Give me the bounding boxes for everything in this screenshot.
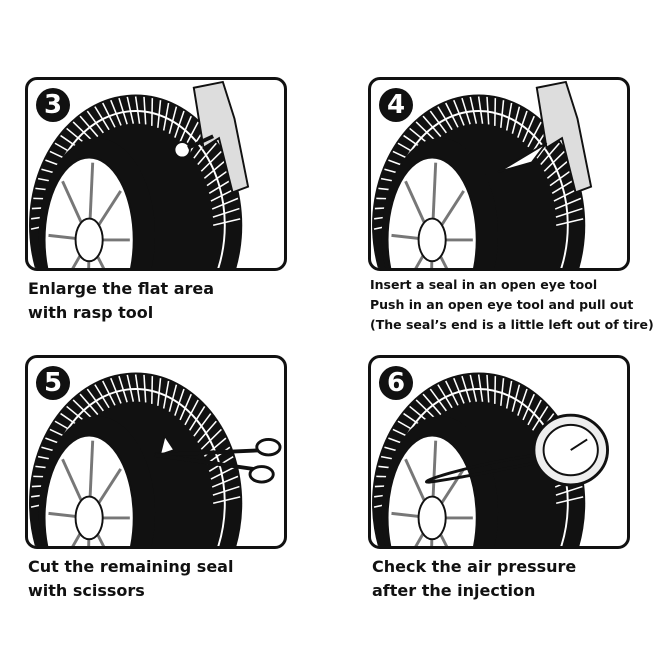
open-eye-tool-icon bbox=[497, 80, 593, 194]
step-4-panel: 4 bbox=[368, 77, 630, 271]
caption-line: Enlarge the flat area bbox=[28, 279, 215, 298]
step-3-panel: 3 bbox=[25, 77, 287, 271]
tire-icon bbox=[372, 372, 586, 546]
tire-icon bbox=[372, 94, 586, 268]
pressure-gauge-icon bbox=[425, 413, 609, 487]
step-6-caption: Check the air pressure after the injecti… bbox=[372, 555, 576, 603]
step-5-panel: 5 bbox=[25, 355, 287, 549]
caption-line: after the injection bbox=[372, 581, 536, 600]
rasp-tool-icon bbox=[173, 80, 250, 194]
step-number-badge: 4 bbox=[379, 88, 413, 122]
tire-illustration bbox=[29, 372, 282, 546]
caption-line: Insert a seal in an open eye tool bbox=[370, 277, 598, 292]
tire-illustration bbox=[29, 80, 250, 268]
scissors-icon bbox=[154, 433, 282, 484]
tire-icon bbox=[29, 372, 243, 546]
step-6-panel: 6 bbox=[368, 355, 630, 549]
step-3-caption: Enlarge the flat area with rasp tool bbox=[28, 277, 214, 325]
caption-line: with rasp tool bbox=[28, 303, 154, 322]
step-number-badge: 6 bbox=[379, 366, 413, 400]
caption-line: Check the air pressure bbox=[372, 557, 577, 576]
tire-icon bbox=[29, 94, 243, 268]
step-4-caption: Insert a seal in an open eye tool Push i… bbox=[370, 275, 654, 335]
caption-line: Push in an open eye tool and pull out bbox=[370, 297, 634, 312]
caption-line: (The seal’s end is a little left out of … bbox=[370, 317, 654, 332]
caption-line: Cut the remaining seal bbox=[28, 557, 234, 576]
step-number-badge: 3 bbox=[36, 88, 70, 122]
tire-illustration bbox=[372, 372, 609, 546]
step-5-caption: Cut the remaining seal with scissors bbox=[28, 555, 233, 603]
tire-illustration bbox=[372, 80, 593, 268]
caption-line: with scissors bbox=[28, 581, 145, 600]
step-number-badge: 5 bbox=[36, 366, 70, 400]
